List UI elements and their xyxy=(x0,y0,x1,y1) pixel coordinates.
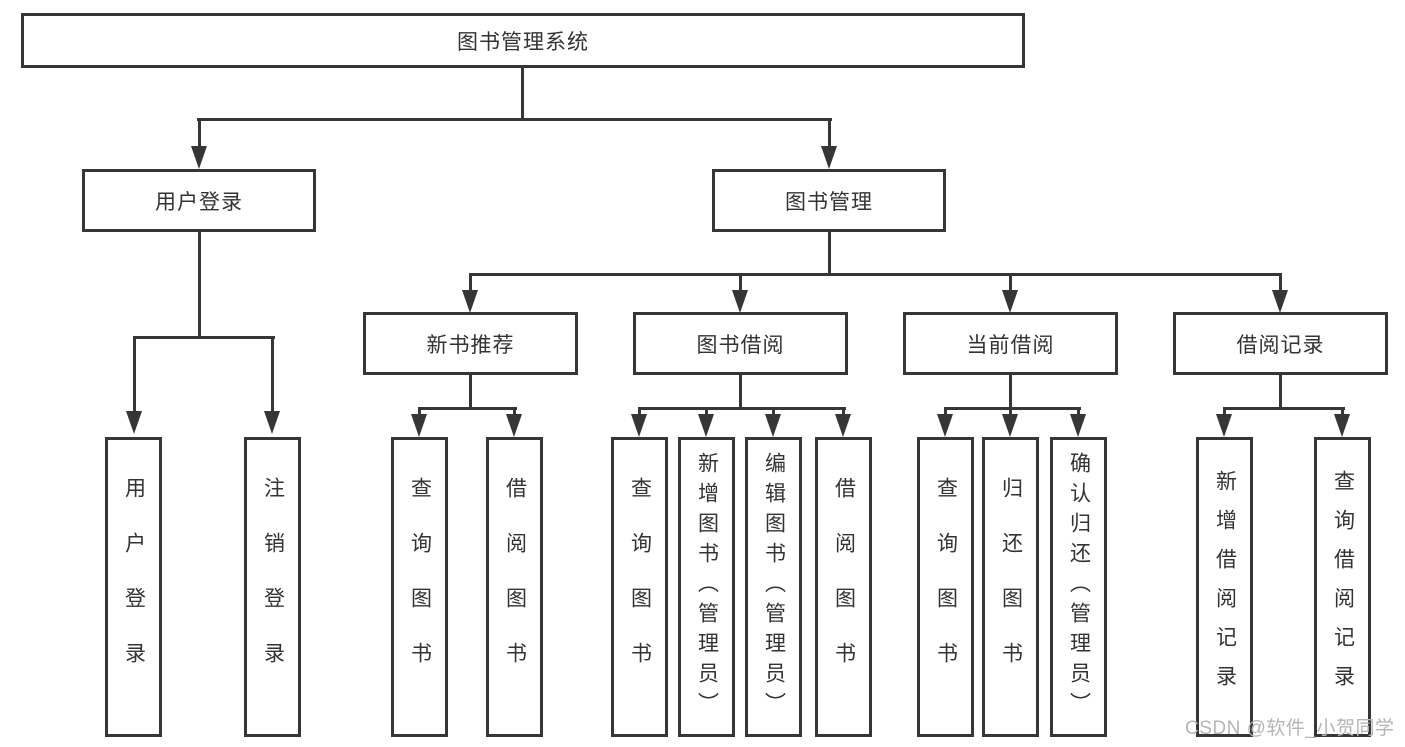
arrowhead xyxy=(835,414,851,437)
connector-to-borrow-record xyxy=(1279,276,1282,292)
connector-user-login-rail xyxy=(133,336,275,339)
connector-root-rail xyxy=(197,118,832,121)
node-book-borrow-label: 图书借阅 xyxy=(696,333,785,357)
connector-book-borrow-drop xyxy=(739,375,742,408)
arrowhead xyxy=(1002,290,1018,313)
node-add-borrow-record: 新增借阅记录 xyxy=(1196,437,1253,737)
leaf-label: 用户登录 xyxy=(122,477,146,697)
connector-user-login-drop xyxy=(198,232,201,337)
connector-stub xyxy=(705,410,708,416)
connector-stub xyxy=(1223,410,1226,416)
leaf-label: 借阅图书 xyxy=(503,477,527,697)
arrowhead xyxy=(1272,290,1288,313)
connector-root-to-book-management xyxy=(828,121,831,148)
leaf-label: 查询图书 xyxy=(934,477,958,697)
arrowhead xyxy=(631,414,647,437)
leaf-label: 查询图书 xyxy=(408,477,432,697)
node-query-books-current: 查询图书 xyxy=(917,437,974,737)
connector-to-login-leaf xyxy=(133,339,136,412)
node-book-management-label: 图书管理 xyxy=(785,190,873,214)
connector-borrow-record-drop xyxy=(1279,375,1282,408)
csdn-watermark: CSDN @软件_小贺同学 xyxy=(1185,718,1395,739)
connector-current-borrow-rail xyxy=(944,407,1081,410)
leaf-label: 新增图书（管理员） xyxy=(695,452,719,722)
connector-to-current-borrow xyxy=(1009,276,1012,292)
connector-book-borrow-rail xyxy=(638,407,846,410)
node-logout-leaf: 注销登录 xyxy=(244,437,301,737)
node-query-books-borrow: 查询图书 xyxy=(611,437,668,737)
node-root: 图书管理系统 xyxy=(21,13,1025,68)
node-book-borrow: 图书借阅 xyxy=(633,312,848,375)
leaf-label: 新增借阅记录 xyxy=(1213,470,1237,704)
connector-stub xyxy=(944,410,947,416)
connector-stub xyxy=(842,410,845,416)
leaf-label: 归还图书 xyxy=(999,477,1023,697)
arrowhead xyxy=(1334,414,1350,437)
node-add-book-admin: 新增图书（管理员） xyxy=(678,437,735,737)
node-borrow-books-leaf: 借阅图书 xyxy=(815,437,872,737)
connector-to-logout-leaf xyxy=(271,339,274,412)
arrowhead xyxy=(264,411,280,434)
arrowhead xyxy=(1216,414,1232,437)
connector-to-book-borrow xyxy=(739,276,742,292)
connector-stub xyxy=(1077,410,1080,416)
connector-borrow-record-rail xyxy=(1223,407,1345,410)
node-new-book-recommend: 新书推荐 xyxy=(363,312,578,375)
node-user-login-leaf: 用户登录 xyxy=(105,437,162,737)
arrowhead xyxy=(462,290,478,313)
node-return-book: 归还图书 xyxy=(982,437,1039,737)
leaf-label: 确认归还（管理员） xyxy=(1067,452,1091,722)
arrowhead xyxy=(1002,414,1018,437)
connector-stub xyxy=(1009,410,1012,416)
node-confirm-return-admin: 确认归还（管理员） xyxy=(1050,437,1107,737)
node-query-borrow-record: 查询借阅记录 xyxy=(1314,437,1371,737)
arrowhead xyxy=(1070,414,1086,437)
node-query-books-recommend: 查询图书 xyxy=(391,437,448,737)
connector-stub xyxy=(638,410,641,416)
connector-current-borrow-drop xyxy=(1009,375,1012,408)
leaf-label: 查询图书 xyxy=(628,477,652,697)
connector-book-management-drop xyxy=(828,232,831,274)
arrowhead xyxy=(126,411,142,434)
node-current-borrow-label: 当前借阅 xyxy=(966,333,1055,357)
arrowhead xyxy=(698,414,714,437)
connector-book-management-rail xyxy=(469,273,1282,276)
arrowhead xyxy=(411,414,427,437)
connector-root-drop xyxy=(521,68,524,120)
connector-stub xyxy=(772,410,775,416)
leaf-label: 编辑图书（管理员） xyxy=(762,452,786,722)
leaf-label: 借阅图书 xyxy=(832,477,856,697)
arrowhead xyxy=(937,414,953,437)
connector-stub xyxy=(418,410,421,416)
arrowhead xyxy=(765,414,781,437)
arrowhead xyxy=(821,146,837,169)
connector-new-book-rail xyxy=(418,407,517,410)
connector-stub xyxy=(513,410,516,416)
node-edit-book-admin: 编辑图书（管理员） xyxy=(745,437,802,737)
connector-new-book-drop xyxy=(469,375,472,408)
node-user-login-label: 用户登录 xyxy=(155,190,243,214)
node-book-management: 图书管理 xyxy=(712,169,946,232)
leaf-label: 注销登录 xyxy=(261,477,285,697)
leaf-label: 查询借阅记录 xyxy=(1331,470,1355,704)
node-borrow-record-label: 借阅记录 xyxy=(1236,333,1325,357)
connector-stub xyxy=(1341,410,1344,416)
node-borrow-record: 借阅记录 xyxy=(1173,312,1388,375)
arrowhead xyxy=(506,414,522,437)
arrowhead xyxy=(191,146,207,169)
node-new-book-recommend-label: 新书推荐 xyxy=(426,333,515,357)
node-current-borrow: 当前借阅 xyxy=(903,312,1118,375)
node-root-label: 图书管理系统 xyxy=(457,30,589,54)
node-user-login: 用户登录 xyxy=(82,169,316,232)
arrowhead xyxy=(732,290,748,313)
node-borrow-books-recommend: 借阅图书 xyxy=(486,437,543,737)
connector-to-new-book xyxy=(469,276,472,292)
connector-root-to-user-login xyxy=(198,121,201,148)
